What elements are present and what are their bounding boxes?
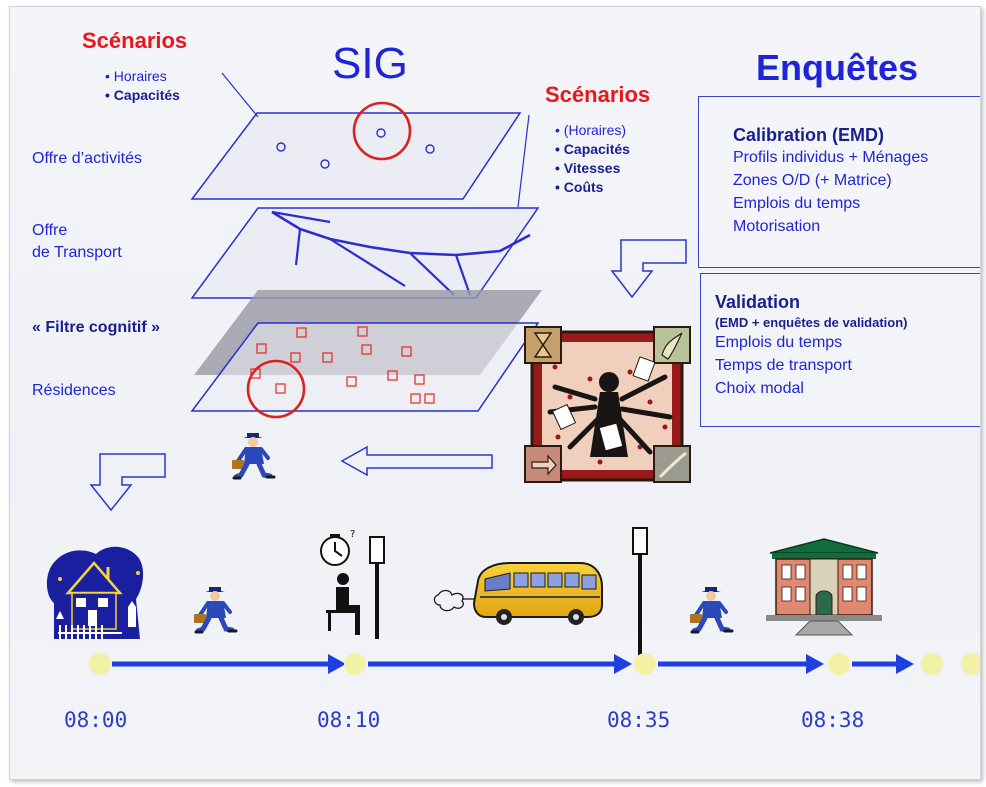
highlight-circle-residence [246, 359, 306, 419]
calibration-line: Profils individus + Ménages [733, 149, 929, 166]
scenarios-right-item: • Capacités [555, 141, 630, 157]
highlight-circle-activity [352, 101, 412, 161]
time-label: 08:10 [317, 708, 381, 732]
callout-line-left [221, 72, 259, 118]
station-building-icon [766, 538, 882, 636]
down-arrow-left [89, 453, 166, 512]
scenarios-left-title: Scénarios [82, 28, 188, 53]
scenarios-left-item: • Capacités [105, 87, 180, 103]
timeline-node [921, 653, 943, 675]
scenarios-left-item: • Horaires [105, 68, 167, 84]
layer-label-transport: Offre [32, 222, 68, 239]
validation-title: Validation [715, 292, 801, 312]
residences-layer [190, 322, 540, 419]
timeline-node [634, 653, 656, 675]
calibration-title: Calibration (EMD) [733, 125, 884, 145]
activity-layer [190, 101, 522, 200]
down-arrow-right [610, 239, 687, 299]
calibration-box: Calibration (EMD) Profils individus + Mé… [698, 96, 980, 268]
calibration-line: Zones O/D (+ Matrice) [733, 172, 892, 189]
scenarios-right-item: • Coûts [555, 179, 604, 195]
sig-title: SIG [332, 39, 408, 88]
svg-text:?: ? [350, 529, 355, 540]
timeline [89, 653, 980, 675]
house-icon [46, 546, 144, 639]
time-label: 08:00 [64, 708, 128, 732]
walking-man-icon [194, 587, 236, 632]
slide: ? [9, 6, 981, 780]
timeline-node [961, 653, 980, 675]
diagram-graphics: ? [46, 72, 980, 675]
calibration-line: Motorisation [733, 218, 821, 235]
clock-icon: ? [320, 529, 355, 566]
bus-stop-icon [369, 536, 385, 639]
transport-layer [190, 207, 540, 299]
waiting-person-icon [326, 573, 360, 635]
busy-businessman-icon [524, 326, 691, 483]
callout-line-right [517, 114, 530, 208]
timeline-node [828, 653, 850, 675]
timeline-node [344, 653, 366, 675]
scenarios-right-title: Scénarios [545, 82, 651, 107]
timeline-node [89, 653, 111, 675]
left-arrow [340, 445, 493, 477]
bus-icon [433, 562, 603, 625]
validation-line: Choix modal [715, 380, 804, 397]
layer-label-filtre: « Filtre cognitif » [32, 319, 161, 336]
validation-subtitle: (EMD + enquêtes de validation) [715, 315, 908, 330]
validation-line: Emplois du temps [715, 334, 843, 351]
enquetes-title: Enquêtes [756, 47, 919, 88]
layer-label-residences: Résidences [32, 382, 116, 399]
time-label: 08:35 [607, 708, 671, 732]
layer-label-activites: Offre d’activités [32, 150, 142, 167]
validation-line: Temps de transport [715, 357, 852, 374]
walking-man-icon [690, 587, 732, 632]
scenarios-right-item: • (Horaires) [555, 122, 627, 138]
walking-man-icon [232, 433, 274, 478]
time-label: 08:38 [801, 708, 865, 732]
layer-label-transport: de Transport [32, 244, 122, 261]
scenarios-right-item: • Vitesses [555, 160, 621, 176]
bus-stop-icon [632, 527, 648, 662]
validation-box: Validation (EMD + enquêtes de validation… [700, 273, 980, 427]
calibration-line: Emplois du temps [733, 195, 861, 212]
